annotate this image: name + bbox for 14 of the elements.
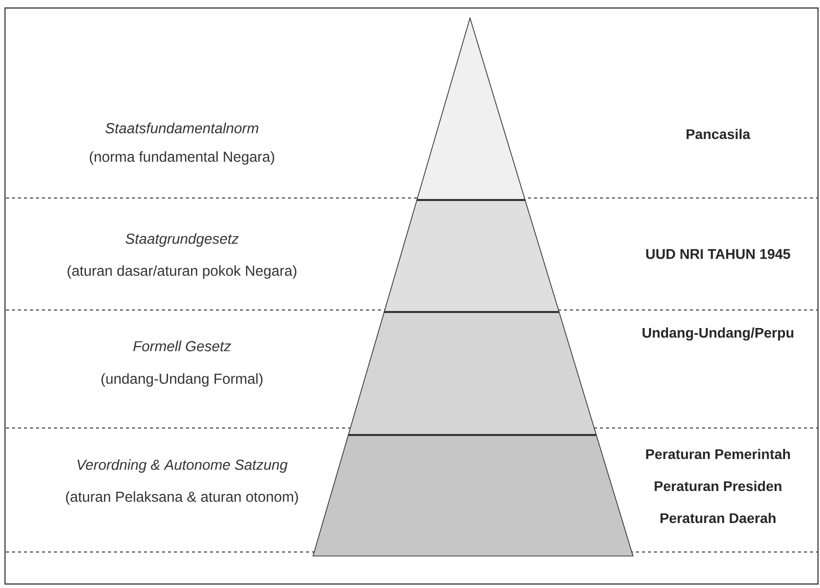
term-label: Verordning & Autonome Satzung	[78, 459, 288, 473]
level-label: Peraturan Daerah	[660, 512, 776, 524]
term-label: Formell Gesetz	[133, 340, 231, 352]
level-label: Peraturan Presiden	[654, 480, 782, 492]
definition-label: (norma fundamental Negara)	[90, 151, 274, 165]
term-label: Staatgrundgesetz	[126, 233, 239, 247]
definition-label: (aturan Pelaksana & aturan otonom)	[66, 491, 298, 505]
definition-label: (undang-Undang Formal)	[102, 373, 262, 387]
term-label: Staatsfundamentalnorm	[105, 122, 258, 134]
definition-label: (aturan dasar/aturan pokok Negara)	[68, 265, 296, 279]
level-label: Peraturan Pemerintah	[646, 448, 790, 460]
level-label: UUD NRI TAHUN 1945	[646, 249, 790, 259]
level-label: Pancasila	[686, 128, 750, 140]
level-label: Undang-Undang/Perpu	[642, 327, 794, 341]
